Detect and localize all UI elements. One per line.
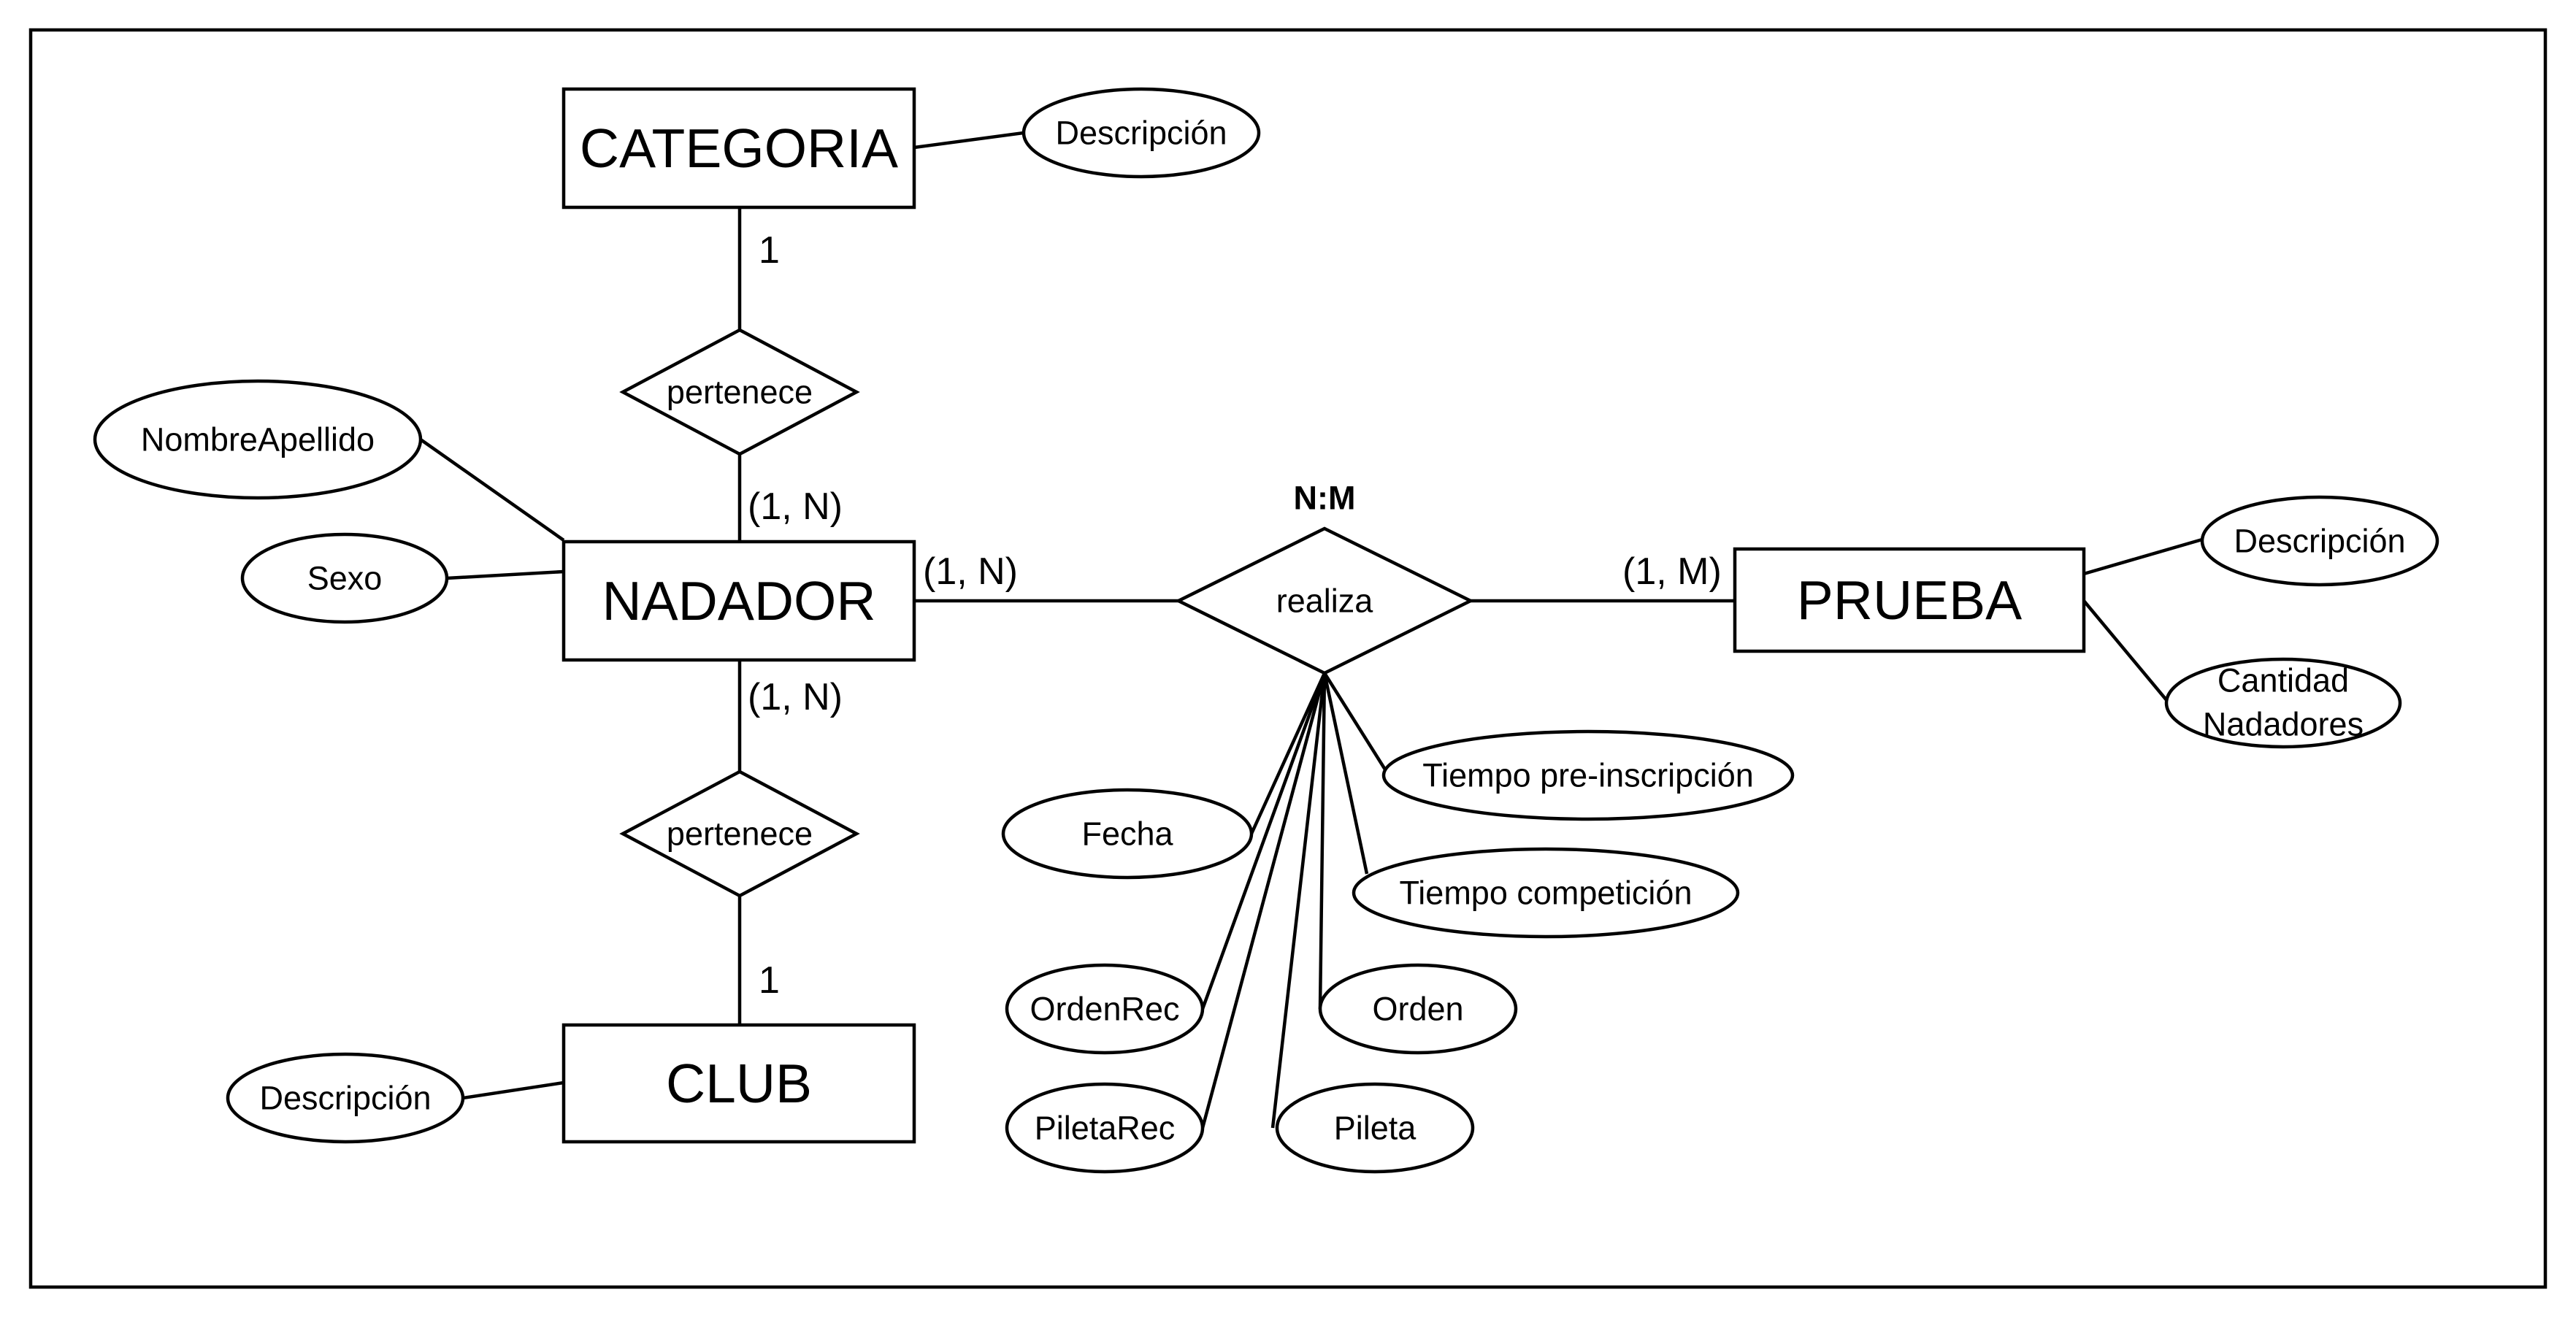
relationship-diamond [619, 769, 860, 898]
edge-realiza-tiempo-pre [1323, 672, 1390, 777]
attribute-tiempo-competicion[interactable]: Tiempo competición [1352, 847, 1740, 939]
relationship-diamond [1174, 526, 1475, 675]
attribute-label: Tiempo competición [1399, 875, 1692, 912]
attribute-label: NombreApellido [141, 421, 375, 458]
entity-label: NADADOR [602, 570, 875, 631]
cardinality-categoria: 1 [759, 229, 780, 272]
entity-box [561, 1023, 916, 1144]
entity-label: CATEGORIA [580, 118, 898, 179]
connectors [419, 131, 2203, 1129]
edge-nadador-nombreapellido [419, 438, 565, 542]
entity-label: CLUB [666, 1053, 812, 1114]
attribute-pileta-rec[interactable]: PiletaRec [1005, 1082, 1205, 1174]
edge-realiza-piletarec [1200, 672, 1327, 1129]
relationship-label: realiza [1276, 583, 1374, 620]
entity-label: PRUEBA [1797, 569, 2022, 631]
cardinality-nadador-club: (1, N) [748, 676, 843, 718]
attribute-ellipse [93, 379, 423, 500]
relationship-diamond [619, 328, 860, 456]
cardinality-nadador-categoria: (1, N) [748, 485, 843, 528]
entity-categoria[interactable]: CATEGORIA [561, 87, 916, 210]
attribute-ellipse [1275, 1082, 1475, 1174]
attribute-ellipse [226, 1052, 465, 1144]
attribute-ellipse [1021, 87, 1261, 179]
relationship-label: pertenece [667, 374, 813, 411]
attribute-label: OrdenRec [1030, 991, 1179, 1028]
attribute-ellipse [1005, 1082, 1205, 1174]
attribute-label: Tiempo pre-inscripción [1422, 757, 1754, 794]
attribute-orden-rec[interactable]: OrdenRec [1005, 963, 1205, 1055]
edge-nadador-sexo [446, 569, 564, 580]
attribute-ellipse [1001, 788, 1254, 880]
edge-realiza-orden [1318, 672, 1327, 1010]
edge-prueba-cantidad [2082, 599, 2169, 702]
attribute-orden[interactable]: Orden [1318, 963, 1518, 1055]
attribute-label: Sexo [307, 560, 383, 597]
attribute-ellipse [1005, 963, 1205, 1055]
attribute-ellipse [1381, 729, 1795, 821]
edge-club-descripcion [462, 1080, 564, 1100]
relationship-pertenece-club[interactable]: pertenece [619, 769, 860, 898]
edge-realiza-tiempo-comp [1322, 672, 1369, 875]
attribute-tiempo-pre-inscripcion[interactable]: Tiempo pre-inscripción [1381, 729, 1795, 821]
attribute-ellipse [240, 532, 449, 624]
attribute-label: Orden [1372, 991, 1463, 1028]
attribute-fecha[interactable]: Fecha [1001, 788, 1254, 880]
attribute-prueba-descripcion[interactable]: Descripción [2200, 495, 2439, 587]
attribute-label: Pileta [1334, 1110, 1417, 1147]
edge-realiza-fecha [1249, 672, 1327, 834]
attribute-nombre-apellido[interactable]: NombreApellido [93, 379, 423, 500]
attribute-label-line1: Cantidad [2217, 662, 2349, 699]
attribute-cantidad-nadadores[interactable]: Cantidad Nadadores [2164, 657, 2402, 749]
attribute-label: Descripción [1055, 115, 1227, 152]
attribute-ellipse [1352, 847, 1740, 939]
cardinality-prueba-realiza: (1, M) [1622, 550, 1722, 593]
attribute-club-descripcion[interactable]: Descripción [226, 1052, 465, 1144]
attribute-label: Descripción [259, 1080, 431, 1117]
diagram-frame [28, 28, 2548, 1289]
entity-box [561, 540, 916, 662]
relationship-pertenece-categoria[interactable]: pertenece [619, 328, 860, 456]
attribute-categoria-descripcion[interactable]: Descripción [1021, 87, 1261, 179]
attribute-sexo[interactable]: Sexo [240, 532, 449, 624]
cardinality-club: 1 [759, 959, 780, 1002]
attribute-ellipse [1318, 963, 1518, 1055]
relationship-type-label: N:M [1294, 480, 1356, 517]
edge-categoria-descripcion [913, 131, 1024, 150]
attribute-label: PiletaRec [1035, 1110, 1176, 1147]
edge-realiza-pileta [1270, 672, 1327, 1129]
attribute-ellipse [2200, 495, 2439, 587]
attribute-label-line2: Nadadores [2203, 706, 2364, 743]
cardinality-nadador-realiza: (1, N) [923, 550, 1018, 593]
edge-realiza-ordenrec [1200, 672, 1327, 1010]
relationship-realiza[interactable]: realiza [1174, 526, 1475, 675]
entity-nadador[interactable]: NADADOR [561, 540, 916, 662]
edge-prueba-descripcion [2083, 537, 2203, 576]
attribute-pileta[interactable]: Pileta [1275, 1082, 1475, 1174]
entity-club[interactable]: CLUB [561, 1023, 916, 1144]
attribute-label: Fecha [1081, 815, 1173, 853]
entity-box [1733, 547, 2086, 653]
entity-box [561, 87, 916, 210]
attribute-ellipse [2164, 657, 2402, 749]
entity-prueba[interactable]: PRUEBA [1733, 547, 2086, 653]
attribute-label: Descripción [2234, 523, 2405, 560]
relationship-label: pertenece [667, 815, 813, 853]
